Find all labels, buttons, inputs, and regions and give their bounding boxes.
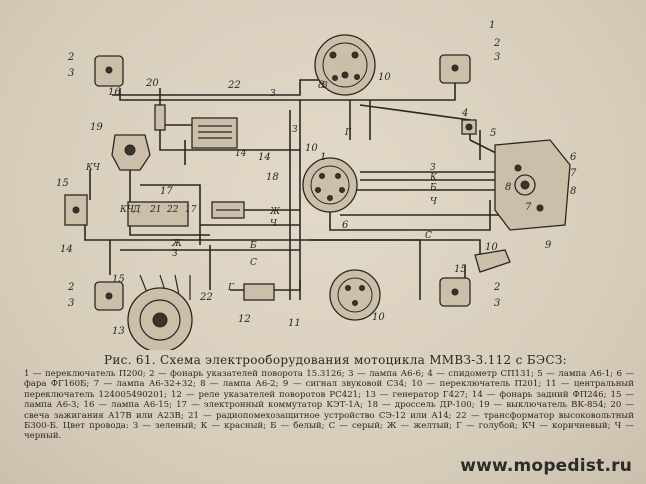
- callout-1-center: 1: [320, 152, 326, 163]
- callout-7: 7: [570, 168, 577, 179]
- terminal-d: Д: [132, 205, 141, 215]
- callout-10: 10: [378, 72, 391, 83]
- callout-15-rear: 15: [112, 274, 125, 285]
- terminal-17: 17: [185, 205, 197, 215]
- terminal-22: 22: [166, 205, 179, 215]
- callout-labels: 1 2 3 2 3 4 5 6 7 8 9 10 11 12 13 14 15 …: [56, 20, 577, 337]
- figure-legend: 1 — переключатель П200; 2 — фонарь указа…: [24, 369, 634, 442]
- figure-title: Рис. 61. Схема электрооборудования мотоц…: [104, 353, 567, 367]
- callout-2-rear-left: 2: [67, 282, 74, 293]
- callout-10-right: 10: [485, 242, 498, 253]
- callout-16: 16: [108, 87, 121, 98]
- callout-3-rear-left: 3: [68, 298, 74, 309]
- wire-colour-labels: З З З К Б Ч С Б С Г Г Ж Ч Ж З КЧ КЧ: [85, 89, 438, 293]
- wire-label-k: К: [429, 173, 438, 183]
- wire-label-z3: З: [430, 163, 436, 173]
- wire-label-z2: З: [292, 125, 298, 135]
- brake-switch: [111, 134, 151, 171]
- turn-light-rear-right: [439, 277, 471, 307]
- wire-label-zh2: Ж: [171, 239, 183, 249]
- wire-label-g: Г: [227, 283, 235, 293]
- callout-19: 19: [90, 122, 103, 133]
- switch-p200: [314, 34, 376, 96]
- central-switch: [302, 157, 358, 213]
- callout-8-head: 8: [505, 182, 511, 193]
- speedometer-lamp: [461, 119, 477, 135]
- callout-18: 18: [266, 172, 279, 183]
- tail-light: [64, 194, 88, 226]
- callout-10-bottom: 10: [372, 312, 385, 323]
- callout-9: 9: [545, 240, 552, 251]
- callout-22: 22: [227, 80, 241, 91]
- callout-22-gen: 22: [199, 292, 213, 303]
- callout-15-rear-right: 15: [454, 264, 467, 275]
- switch-p201: [329, 269, 381, 321]
- wire-label-s: С: [425, 231, 432, 241]
- turn-light-front-right: [439, 54, 471, 84]
- choke: [211, 201, 245, 219]
- callout-11: 11: [288, 318, 301, 329]
- callout-3: 3: [494, 52, 500, 63]
- callout-15: 15: [56, 178, 69, 189]
- wire-label-ch: Ч: [430, 197, 438, 207]
- terminal-labels: Д 21 22 17 14 8: [132, 81, 328, 215]
- wire-label-ch2: Ч: [270, 219, 278, 229]
- wire-label-b: Б: [429, 183, 437, 193]
- callout-2: 2: [493, 38, 500, 49]
- terminal-21: 21: [149, 205, 161, 215]
- callout-12: 12: [238, 314, 251, 325]
- callout-2-left: 2: [67, 52, 74, 63]
- generator: [127, 287, 193, 350]
- callout-2-rear-right: 2: [493, 282, 500, 293]
- terminal-14: 14: [235, 149, 247, 159]
- callout-17: 17: [160, 186, 173, 197]
- wire-label-z: З: [270, 89, 276, 99]
- callout-4: 4: [461, 108, 468, 119]
- headlight: [494, 139, 571, 231]
- callout-7-head: 7: [525, 202, 532, 213]
- wire-harness: [84, 79, 510, 301]
- wire-label-zh: Ж: [269, 207, 281, 217]
- electronic-commutator: [127, 201, 189, 227]
- turn-relay: [243, 283, 275, 301]
- callout-5: 5: [490, 128, 496, 139]
- callout-20: 20: [145, 78, 159, 89]
- callout-3-rear-right: 3: [494, 298, 500, 309]
- wire-label-kch2: КЧ: [119, 205, 135, 215]
- callout-14-left: 14: [60, 244, 73, 255]
- spark-plug: [154, 104, 192, 131]
- wire-label-b2: Б: [249, 241, 257, 251]
- wire-label-kch: КЧ: [85, 163, 101, 173]
- wire-label-g2: Г: [344, 128, 352, 138]
- callout-3-left: 3: [68, 68, 74, 79]
- callout-14: 14: [258, 152, 271, 163]
- terminal-8: 8: [322, 81, 328, 91]
- callout-10-center: 10: [305, 143, 318, 154]
- wire-label-z4: З: [172, 249, 178, 259]
- callout-8-top: 8: [318, 80, 324, 91]
- turn-light-front-left: [94, 55, 124, 87]
- ignition-transformer: [191, 117, 238, 149]
- site-watermark[interactable]: www.mopedist.ru: [460, 456, 632, 476]
- callout-6: 6: [570, 152, 577, 163]
- callout-13: 13: [112, 326, 125, 337]
- wiring-diagram: 1 2 3 2 3 4 5 6 7 8 9 10 11 12 13 14 15 …: [56, 20, 577, 350]
- callout-6-center: 6: [342, 220, 349, 231]
- callout-8: 8: [570, 186, 576, 197]
- wire-label-s2: С: [250, 258, 257, 268]
- horn: [474, 249, 511, 273]
- callout-1: 1: [489, 20, 495, 31]
- turn-light-rear-left: [94, 281, 124, 311]
